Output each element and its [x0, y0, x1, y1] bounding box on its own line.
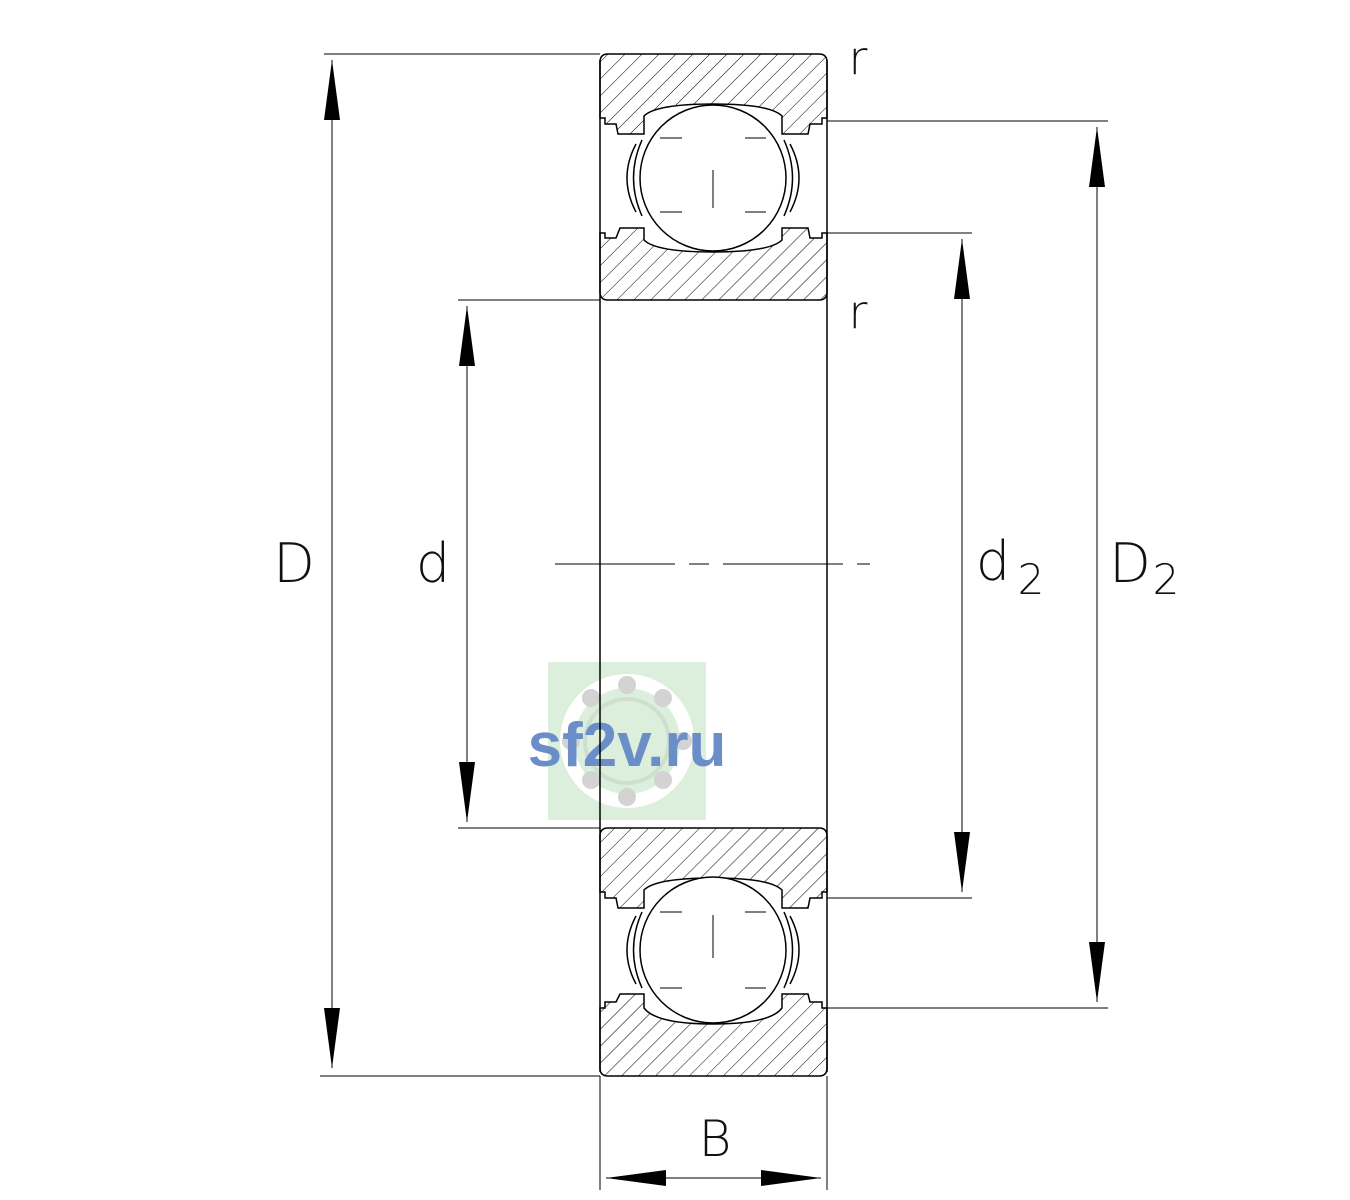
bearing-logo-icon [560, 674, 694, 808]
top-inner-ring [599, 227, 828, 301]
bottom-cage-left-outer [626, 915, 637, 985]
label-r-bottom: r [849, 285, 868, 339]
label-D2-subscript: 2 [1153, 555, 1180, 604]
bottom-cage-left [632, 911, 643, 989]
top-cage-left [632, 139, 643, 217]
bottom-cage-right [783, 911, 794, 989]
label-d2-subscript: 2 [1018, 555, 1045, 604]
label-D: D [273, 532, 315, 595]
watermark: sf2v.ru [528, 662, 727, 820]
top-cage-left-outer [626, 143, 637, 213]
label-B: B [699, 1110, 732, 1168]
label-D2: D [1109, 532, 1151, 595]
top-cage-right-outer [789, 143, 800, 213]
label-r-top: r [849, 31, 868, 85]
label-d: d [416, 532, 450, 595]
top-outer-ring [599, 53, 828, 135]
top-cage-right [783, 139, 794, 217]
bottom-outer-ring [599, 993, 828, 1077]
label-d2: d [976, 530, 1010, 593]
bottom-cage-right-outer [789, 915, 800, 985]
watermark-text: sf2v.ru [528, 711, 727, 780]
